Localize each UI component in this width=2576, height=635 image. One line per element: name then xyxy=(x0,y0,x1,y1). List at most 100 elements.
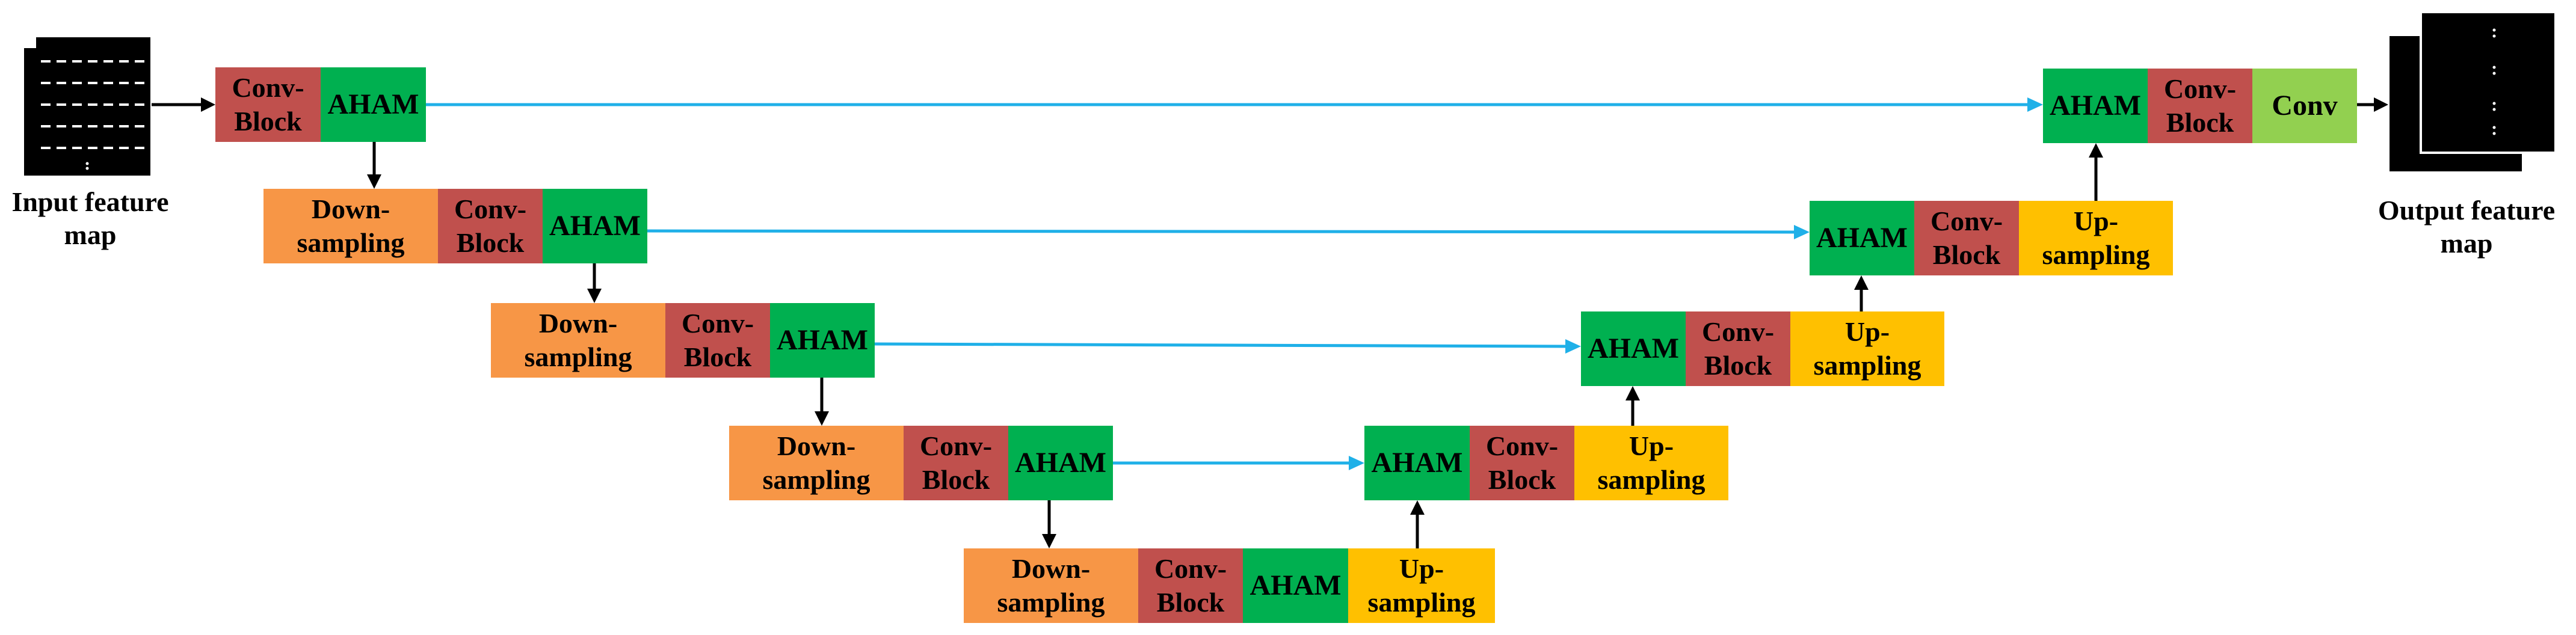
block-label: Conv xyxy=(2272,89,2338,121)
block-label: Up-sampling xyxy=(1814,315,1921,382)
block-label: Conv-Block xyxy=(682,307,754,374)
enc2-conv-block: Conv-Block xyxy=(438,189,543,263)
block-label: Conv-Block xyxy=(1486,429,1558,497)
input-label-text: Input feature map xyxy=(11,186,169,251)
block-label: AHAM xyxy=(2050,89,2141,121)
block-label: Block xyxy=(456,227,525,258)
dec2-aham: AHAM xyxy=(1810,201,1914,275)
bottleneck-aham: AHAM xyxy=(1243,548,1348,623)
arrowhead-bottleneck-dec4 xyxy=(1410,500,1425,515)
block-label: Conv- xyxy=(232,72,304,103)
block-label: Conv-Block xyxy=(920,429,992,497)
block-label: sampling xyxy=(997,587,1105,618)
enc4-downsampling: Down-sampling xyxy=(729,426,904,500)
block-label: sampling xyxy=(524,342,632,372)
arrowhead-output xyxy=(2374,97,2388,112)
block-label: Down- xyxy=(777,430,856,461)
block-label: Conv- xyxy=(2163,73,2237,104)
output-feature-map-label: Output feature map xyxy=(2364,194,2569,260)
block-label: Down-sampling xyxy=(297,192,405,260)
block-label: Conv-Block xyxy=(1702,315,1774,382)
dec1-aham: AHAM xyxy=(2043,69,2148,143)
enc3-conv-block: Conv-Block xyxy=(665,303,770,378)
block-label: Down- xyxy=(538,307,618,339)
enc2-downsampling: Down-sampling xyxy=(263,189,438,263)
block-label: AHAM xyxy=(1015,446,1106,479)
block-label: sampling xyxy=(1813,350,1921,381)
dec4-aham: AHAM xyxy=(1364,426,1470,500)
block-label: sampling xyxy=(1597,464,1706,495)
bottleneck-upsampling: Up-sampling xyxy=(1348,548,1495,623)
block-label: Block xyxy=(1704,350,1772,381)
arrowhead-enc1-enc2 xyxy=(367,174,381,189)
bottleneck-conv-block: Conv-Block xyxy=(1138,548,1243,623)
dec4-conv-block: Conv-Block xyxy=(1470,426,1574,500)
dec2-conv-block: Conv-Block xyxy=(1914,201,2019,275)
arrowhead-dec4-dec3 xyxy=(1625,386,1640,400)
block-label: AHAM xyxy=(1371,446,1463,479)
block-label: Conv- xyxy=(919,430,993,461)
block-label: Block xyxy=(1932,239,2001,270)
block-label: Up- xyxy=(1844,316,1890,347)
block-label: Conv-Block xyxy=(2164,72,2236,140)
arrowhead-enc4-bottleneck xyxy=(1042,534,1056,548)
block-label: Conv-Block xyxy=(232,71,304,138)
block-label: Block xyxy=(683,342,752,372)
block-label: Conv-Block xyxy=(1930,204,2003,272)
block-label: Conv- xyxy=(681,307,754,339)
block-label: sampling xyxy=(297,227,405,258)
block-label: Conv- xyxy=(1701,316,1775,347)
block-label: Conv- xyxy=(1930,205,2003,236)
block-label: Block xyxy=(1488,464,1556,495)
skip-arrow-level3 xyxy=(874,342,1567,348)
output-feature-map-dots xyxy=(2492,28,2496,135)
enc3-aham: AHAM xyxy=(770,303,875,378)
enc4-conv-block: Conv-Block xyxy=(904,426,1008,500)
dec3-upsampling: Up-sampling xyxy=(1790,311,1944,386)
block-label: Down- xyxy=(1011,553,1091,584)
block-label: Up- xyxy=(1628,430,1674,461)
block-label: AHAM xyxy=(1816,221,1908,254)
arrowhead-enc3-enc4 xyxy=(815,411,829,426)
block-label: Up-sampling xyxy=(2042,204,2150,272)
output-feature-map-icon xyxy=(2420,13,2554,154)
block-label: Block xyxy=(234,106,302,137)
block-label: sampling xyxy=(762,464,870,495)
block-label: Block xyxy=(1156,587,1225,618)
block-label: Up-sampling xyxy=(1368,552,1476,619)
final-conv: Conv xyxy=(2252,69,2357,143)
enc4-aham: AHAM xyxy=(1008,426,1113,500)
block-label: AHAM xyxy=(777,324,868,356)
block-label: Block xyxy=(2166,107,2234,138)
block-label: Conv-Block xyxy=(1154,552,1227,619)
skip-arrow-level2 xyxy=(647,229,1796,234)
dec3-aham: AHAM xyxy=(1581,311,1686,386)
arrowhead-enc2-enc3 xyxy=(587,289,602,303)
block-label: Conv- xyxy=(1485,430,1559,461)
block-label: Down- xyxy=(311,193,390,224)
block-label: sampling xyxy=(1367,587,1476,618)
dec3-conv-block: Conv-Block xyxy=(1686,311,1790,386)
feature-map-dashes xyxy=(41,60,144,170)
dec4-upsampling: Up-sampling xyxy=(1574,426,1728,500)
block-label: AHAM xyxy=(549,209,641,242)
enc1-aham: AHAM xyxy=(321,67,426,142)
bottleneck-downsampling: Down-sampling xyxy=(964,548,1138,623)
arrowhead-dec3-dec2 xyxy=(1854,275,1869,290)
input-feature-map-icon xyxy=(24,48,153,178)
dec2-upsampling: Up-sampling xyxy=(2019,201,2173,275)
skip-arrowhead-level2 xyxy=(1794,225,1810,239)
block-label: Down-sampling xyxy=(525,307,632,374)
enc2-aham: AHAM xyxy=(543,189,647,263)
block-label: AHAM xyxy=(1588,332,1679,364)
input-feature-map-label: Input feature map xyxy=(0,185,180,251)
skip-arrowhead-level1 xyxy=(2027,97,2043,112)
block-label: AHAM xyxy=(327,88,419,120)
arrowhead-input xyxy=(201,97,215,112)
enc3-downsampling: Down-sampling xyxy=(491,303,665,378)
block-label: Conv-Block xyxy=(454,192,526,260)
block-label: Up-sampling xyxy=(1598,429,1706,497)
output-label-text: Output feature map xyxy=(2377,195,2556,259)
